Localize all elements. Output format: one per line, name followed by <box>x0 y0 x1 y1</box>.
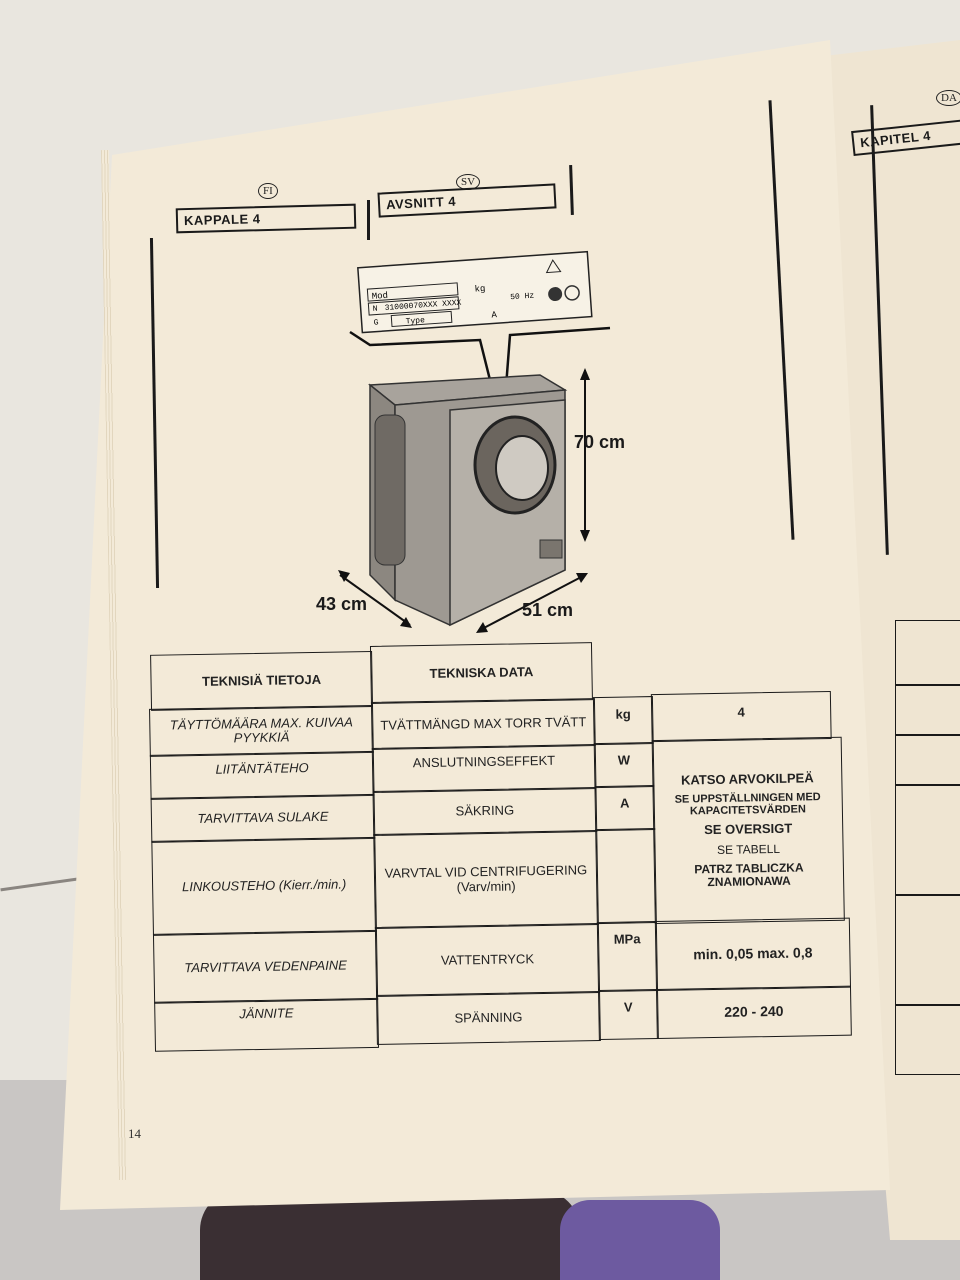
table-header-fi: TEKNISIÄ TIETOJA <box>150 650 374 711</box>
table-row-unit: V <box>598 989 659 1041</box>
right-page-table <box>895 620 960 1080</box>
table-row-unit: W <box>593 742 655 789</box>
table-header-sv: TEKNISKA DATA <box>369 642 593 704</box>
plate-mod: Mod <box>372 291 389 302</box>
table-row-sv: TVÄTTMÄNGD MAX TORR TVÄTT <box>370 698 596 750</box>
dimension-depth: 43 cm <box>316 594 368 614</box>
table-row-sv: SPÄNNING <box>376 991 601 1045</box>
right-table-row <box>895 1005 960 1075</box>
table-row-sv: VARVTAL VID CENTRIFUGERING (Varv/min) <box>373 830 599 929</box>
plate-hz: 50 Hz <box>510 292 535 303</box>
right-table-row <box>895 735 960 785</box>
lang-marker-sv: SV <box>456 174 481 190</box>
table-row-fi: LINKOUSTEHO (Kierr./min.) <box>151 836 377 936</box>
table-row-value: 4 <box>650 690 832 743</box>
table-row-unit: kg <box>592 696 654 746</box>
left-page <box>60 40 890 1210</box>
table-row-fi: TARVITTAVA VEDENPAINE <box>152 929 379 1004</box>
rule-mid <box>367 200 370 240</box>
table-row-fi: TARVITTAVA SULAKE <box>150 793 376 843</box>
table-row-sv: VATTENTRYCK <box>374 923 601 997</box>
right-table-row <box>895 895 960 1005</box>
table-row-fi: TÄYTTÖMÄÄRA MAX. KUIVAA PYYKKIÄ <box>149 704 374 757</box>
plate-kg: kg <box>474 284 485 295</box>
table-row-unit <box>595 828 657 925</box>
merged-line-sv: SE UPPSTÄLLNINGEN MED KAPACITETSVÄRDEN <box>674 791 821 818</box>
plate-a: A <box>491 310 498 320</box>
plate-type: Type <box>405 316 425 326</box>
plate-n: N <box>372 304 378 313</box>
table-row-unit: A <box>594 785 656 832</box>
merged-line-da: SE OVERSIGT <box>704 820 793 838</box>
merged-line-fi: KATSO ARVOKILPEÄ <box>680 770 814 788</box>
lang-marker-fi: FI <box>258 183 278 199</box>
spec-table: TEKNISIÄ TIETOJA TEKNISKA DATA TÄYTTÖMÄÄ… <box>140 638 859 1062</box>
merged-line-pl: PATRZ TABLICZKA ZNAMIONAWA <box>694 860 804 890</box>
merged-value-cell: KATSO ARVOKILPEÄ SE UPPSTÄLLNINGEN MED K… <box>651 736 845 925</box>
dimension-height: 70 cm <box>574 432 626 452</box>
section-title-fi: KAPPALE 4 <box>175 203 357 234</box>
page-number: 14 <box>128 1126 141 1141</box>
merged-line-no: SE TABELL <box>716 841 781 857</box>
rating-plate <box>357 250 593 334</box>
warning-icon <box>545 259 562 274</box>
right-table-row <box>895 685 960 735</box>
plate-logo-icon <box>548 287 563 302</box>
table-row-fi: JÄNNITE <box>154 997 379 1052</box>
table-row-value: min. 0,05 max. 0,8 <box>654 917 852 992</box>
table-row-unit: MPa <box>596 921 659 993</box>
table-row-sv: SÄKRING <box>372 787 598 836</box>
table-row-sv: ANSLUTNINGSEFFEKT <box>371 744 597 793</box>
dimension-width: 51 cm <box>522 600 574 620</box>
lang-marker-da: DA <box>936 90 960 106</box>
right-table-row <box>895 785 960 895</box>
right-table-row <box>895 620 960 685</box>
washing-machine-illustration: Mod N 31000070XXX XXXX G Type kg 50 Hz A <box>338 250 611 633</box>
purple-object <box>560 1200 720 1280</box>
table-row-fi: LIITÄNTÄTEHO <box>149 750 375 800</box>
table-row-value: 220 - 240 <box>655 985 852 1040</box>
plate-g: G <box>373 318 379 327</box>
